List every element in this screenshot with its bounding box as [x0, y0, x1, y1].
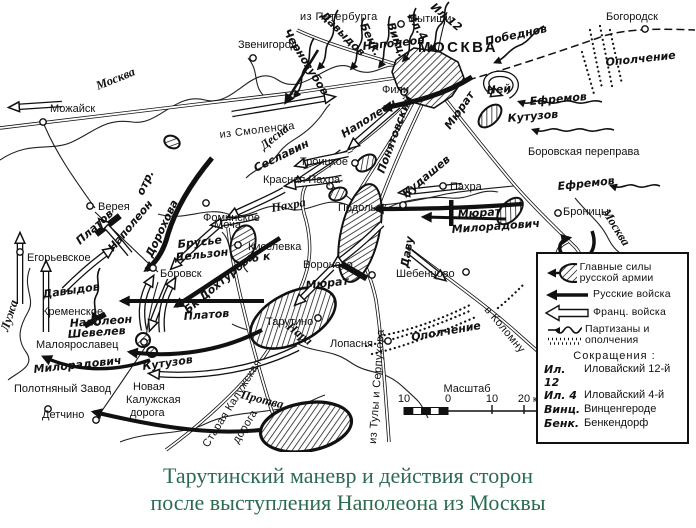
- abbr-value: Иловайский 4-й: [584, 389, 665, 401]
- map-label: Шевелев: [67, 324, 126, 341]
- map-label: Вороново: [303, 259, 353, 271]
- map-label: Даву: [398, 235, 417, 270]
- map-label: Ефремов: [529, 90, 587, 108]
- map-label: Пахра: [450, 181, 483, 193]
- abbr-key: Бенк.: [544, 416, 580, 430]
- militia-dots: [364, 24, 624, 356]
- map-label: Ефремов: [557, 174, 615, 193]
- map-label: Тарутино: [266, 316, 313, 328]
- map-label: Детчино: [42, 409, 84, 421]
- map-label: Победнов: [484, 22, 548, 48]
- map-label: Малоярославец: [36, 339, 119, 351]
- abbr-key: Ил. 4: [544, 389, 577, 402]
- map-label: Киселевка: [248, 241, 302, 253]
- legend-item-french-troops: Франц. войска: [544, 304, 685, 322]
- map-label: Красная Пахра: [263, 174, 341, 186]
- map-label: Давыдов: [41, 280, 101, 301]
- map-label: Кутузов: [507, 108, 559, 125]
- map-label: Богородск: [606, 11, 658, 23]
- map-label: Можайск: [50, 103, 95, 115]
- scale-tick: 10: [398, 393, 410, 405]
- map-label: Мытищи: [408, 13, 451, 25]
- map-label: Фоминское: [203, 212, 260, 224]
- map-label: Брусье: [177, 233, 223, 251]
- map-label: Мюрат: [457, 205, 502, 221]
- city-dots: [16, 20, 649, 424]
- map-label: дорога: [130, 407, 166, 419]
- abbr-key: Винц.: [544, 402, 581, 416]
- abbr-key: Ил. 12: [544, 363, 566, 389]
- map-label: Ней: [486, 82, 512, 97]
- legend-item-russian-troops: Русские войска: [544, 287, 685, 303]
- legend-abbr-row: Бенк. Бенкендорф: [544, 417, 685, 431]
- abbr-value: Винценгероде: [584, 402, 657, 415]
- scale-title: Масштаб: [443, 383, 490, 395]
- map-label: из Петербурга: [300, 11, 378, 23]
- map-label: Мюрат: [305, 274, 350, 292]
- map-label: Звенигород: [238, 39, 298, 51]
- map-label: Боровск: [160, 268, 202, 280]
- partisan-arrows: [91, 1, 661, 321]
- scale-tick: 20: [518, 393, 530, 405]
- map-label: Верея: [98, 201, 130, 213]
- legend-item-partisans: Партизаны и ополчения: [544, 323, 685, 347]
- map-label: Кременское: [42, 306, 103, 318]
- map-label: Троицкое: [300, 156, 348, 168]
- french-troops-arrow-icon: [544, 304, 589, 322]
- legend-abbr-row: Ил. 12 Иловайский 12-й: [544, 363, 685, 389]
- legend-label: Русские войска: [593, 288, 671, 301]
- map-label: Шебенцово: [396, 268, 455, 280]
- scale-bar: Масштаб 10 0 10 20 км: [398, 383, 543, 415]
- map-label: Москва: [599, 205, 633, 248]
- map-label: Фили: [382, 84, 409, 96]
- map-label: Боровская переправа: [528, 146, 640, 158]
- map-label: Лопасня: [330, 338, 373, 350]
- map-area: Масштаб 10 0 10 20 км из Петер: [0, 0, 696, 452]
- map-caption: Тарутинский маневр и действия сторон пос…: [0, 452, 696, 516]
- scale-tick: 10: [486, 393, 498, 405]
- legend-label: Франц. войска: [593, 306, 666, 319]
- legend-label: Партизаны и ополчения: [584, 322, 650, 346]
- map-label: в Коломну: [482, 304, 528, 355]
- map-label: Протва: [238, 387, 285, 411]
- map-label: Пахра: [269, 195, 307, 215]
- map-label: Броницы: [563, 206, 609, 218]
- caption-line2: после выступления Наполеона из Москвы: [150, 490, 546, 515]
- legend-abbr-row: Ил. 4 Иловайский 4-й: [544, 389, 685, 403]
- map-label: Ополчение: [605, 49, 677, 69]
- map-label: Наполеон: [69, 313, 133, 330]
- legend-abbreviations-title: Сокращения :: [573, 350, 656, 362]
- map-label: Милорадович: [451, 217, 540, 236]
- map-label: Калужская: [126, 394, 181, 406]
- partisans-militia-icon: [548, 326, 582, 345]
- scale-tick: 0: [445, 393, 451, 405]
- map-label: Моча: [214, 219, 242, 231]
- abbr-value: Иловайский 12-й: [584, 363, 671, 375]
- map-label: Платов: [183, 307, 229, 323]
- legend-abbr-row: Винц. Винценгероде: [544, 403, 685, 417]
- map-label: Ополчение: [410, 319, 482, 344]
- map-label: Москва: [93, 65, 137, 94]
- map-label: Дельзон: [173, 245, 229, 264]
- map-label: Лужа: [0, 298, 21, 334]
- map-label: отр.: [134, 168, 157, 197]
- map-label: МОСКВА: [418, 39, 498, 56]
- legend-label: Главные силы русской армии: [579, 260, 654, 284]
- map-label: Егорьевское: [27, 252, 91, 264]
- abbr-value: Бенкендорф: [584, 416, 649, 429]
- caption-line1: Тарутинский маневр и действия сторон: [162, 463, 533, 488]
- map-legend: Главные силы русской армии Русские войск…: [536, 252, 689, 444]
- map-label: 6 к: [251, 249, 272, 265]
- legend-item-main-forces: Главные силы русской армии: [544, 260, 685, 286]
- map-label: Подольск: [338, 202, 387, 214]
- map-label: Полотняный Завод: [14, 383, 112, 395]
- map-label: Новая: [133, 381, 165, 393]
- russian-troops-arrow-icon: [546, 289, 588, 301]
- main-russian-forces-icon: [547, 263, 577, 283]
